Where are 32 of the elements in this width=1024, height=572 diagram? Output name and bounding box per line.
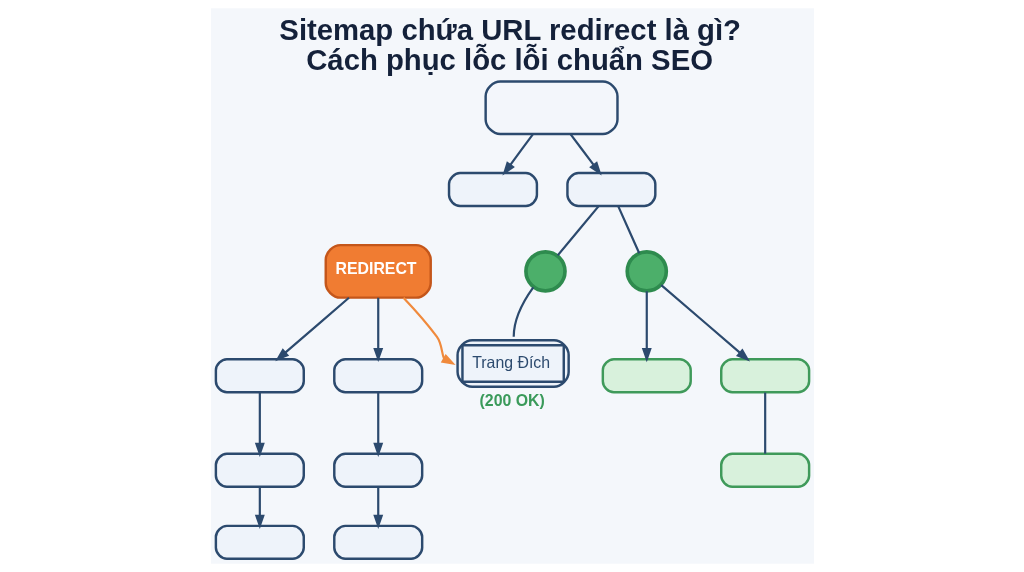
connector [616, 205, 640, 254]
node-box [483, 80, 619, 136]
node-circle [624, 250, 668, 293]
node-box [719, 358, 810, 394]
arrow [372, 392, 383, 457]
arrow [641, 291, 652, 363]
arrow [372, 297, 383, 363]
connector [512, 286, 534, 337]
arrow [660, 284, 750, 362]
arrow [254, 487, 265, 530]
arrow [402, 296, 456, 366]
node-box [332, 452, 423, 489]
node-box [214, 358, 305, 394]
node-box [601, 358, 692, 394]
diagram-title: Sitemap chứa URL redirect là gì? Cách phục lỗc lỗi chuẩn SEO [278, 13, 741, 76]
node-box [214, 524, 305, 561]
node-box [214, 452, 305, 489]
node-box [719, 452, 810, 489]
connector [763, 392, 766, 454]
node-box [332, 358, 423, 394]
arrow [569, 133, 602, 176]
arrow [254, 392, 265, 458]
arrow [274, 296, 350, 362]
connector [556, 205, 599, 257]
node-box [332, 524, 423, 561]
arrow [372, 487, 383, 530]
node-label: (200 OK) [479, 391, 545, 409]
node-box [447, 171, 538, 208]
node-circle [523, 250, 567, 293]
node-box [565, 171, 657, 208]
arrow [501, 133, 534, 176]
node-box: REDIRECT [324, 243, 432, 299]
